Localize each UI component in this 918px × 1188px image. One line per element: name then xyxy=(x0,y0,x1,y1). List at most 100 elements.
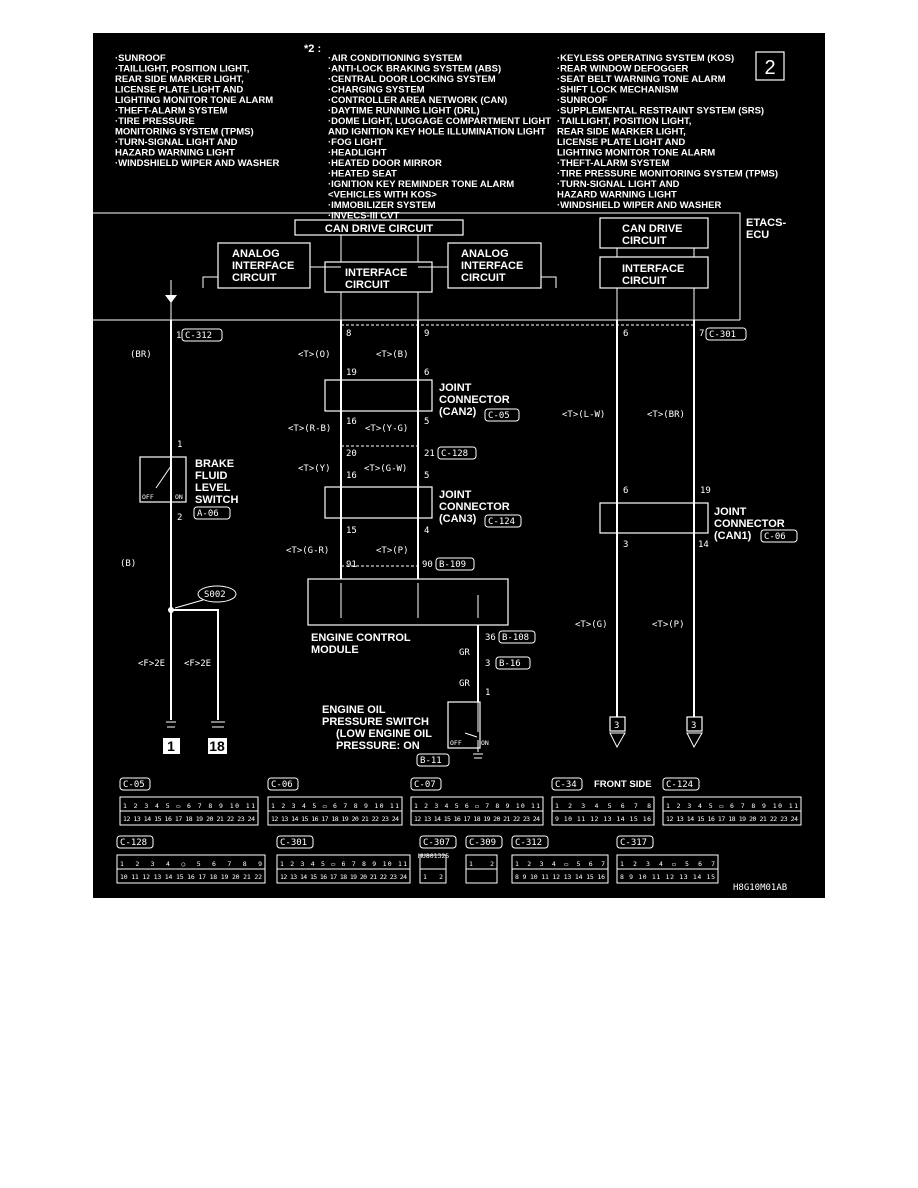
svg-text:CIRCUIT: CIRCUIT xyxy=(622,235,667,247)
svg-text:<T>(G-R): <T>(G-R) xyxy=(286,546,329,556)
system-list-item: ·INVECS-III CVT xyxy=(328,211,399,222)
svg-text:C-301: C-301 xyxy=(709,330,736,340)
connector-pins-top: 1 2 3 4 5 6 7 8 xyxy=(555,802,651,810)
svg-text:21: 21 xyxy=(424,449,435,459)
system-list-item: ·THEFT-ALARM SYSTEM xyxy=(115,106,227,117)
system-list-item: ·HEATED DOOR MIRROR xyxy=(328,158,442,169)
svg-text:ENGINE CONTROL: ENGINE CONTROL xyxy=(311,632,411,644)
svg-text:B-16: B-16 xyxy=(499,659,521,669)
wires xyxy=(168,320,695,720)
svg-text:B-109: B-109 xyxy=(439,560,466,570)
svg-text:20: 20 xyxy=(346,449,357,459)
svg-text:6: 6 xyxy=(424,368,429,378)
svg-text:<T>(R-B): <T>(R-B) xyxy=(288,424,331,434)
svg-text:5: 5 xyxy=(424,417,429,427)
connector-label: C-312 xyxy=(515,838,542,848)
svg-text:C-124: C-124 xyxy=(488,517,515,527)
page-number-box xyxy=(755,51,785,81)
connector-label: C-05 xyxy=(123,780,145,790)
system-list-item: ·HEATED SEAT xyxy=(328,169,397,180)
svg-text:CAN DRIVE: CAN DRIVE xyxy=(622,223,683,235)
system-list-item: ·SUNROOF xyxy=(557,95,608,106)
svg-text:C-06: C-06 xyxy=(764,532,786,542)
svg-text:<T>(P): <T>(P) xyxy=(652,620,685,630)
svg-text:CIRCUIT: CIRCUIT xyxy=(461,272,506,284)
svg-text:19: 19 xyxy=(346,368,357,378)
system-list-item: ·SEAT BELT WARNING TONE ALARM xyxy=(557,74,726,85)
svg-text:3: 3 xyxy=(485,659,490,669)
svg-text:(B): (B) xyxy=(120,559,136,569)
system-list-item: ·SUNROOF xyxy=(115,53,166,64)
svg-text:C-128: C-128 xyxy=(441,449,468,459)
svg-text:91: 91 xyxy=(346,560,357,570)
svg-text:JOINT: JOINT xyxy=(714,506,747,518)
svg-text:<T>(L-W): <T>(L-W) xyxy=(562,410,605,420)
connector-pins-top: 1 2 xyxy=(469,860,494,868)
system-list-item: LIGHTING MONITOR TONE ALARM xyxy=(557,148,715,159)
svg-text:<T>(Y): <T>(Y) xyxy=(298,464,331,474)
page-number: 2 xyxy=(764,57,775,79)
connector-pins-top: 1 2 3 4 5 ▭ 6 7 8 9 10 11 xyxy=(123,802,255,810)
svg-text:8: 8 xyxy=(346,329,351,339)
connector-pins-bottom: 10 11 12 13 14 15 16 17 18 19 20 21 22 xyxy=(120,873,262,881)
svg-text:ON: ON xyxy=(175,493,183,501)
system-list-item: ·DAYTIME RUNNING LIGHT (DRL) xyxy=(328,106,480,117)
system-list-item: ·TAILLIGHT, POSITION LIGHT, xyxy=(115,64,249,75)
system-list-item: LICENSE PLATE LIGHT AND xyxy=(557,137,685,148)
svg-text:ENGINE OIL: ENGINE OIL xyxy=(322,704,386,716)
svg-text:(BR): (BR) xyxy=(130,350,152,360)
svg-text:19: 19 xyxy=(700,486,711,496)
can-drive-circuit-right xyxy=(599,217,709,249)
connector-label: C-307 xyxy=(423,838,450,848)
svg-text:(CAN3): (CAN3) xyxy=(439,513,477,525)
svg-text:CAN DRIVE CIRCUIT: CAN DRIVE CIRCUIT xyxy=(325,223,433,235)
ground-ref-1 xyxy=(163,738,180,754)
system-list-item: ·TIRE PRESSURE xyxy=(115,116,195,127)
connector-label: C-301 xyxy=(280,838,307,848)
system-list-item: ·CHARGING SYSTEM xyxy=(328,85,425,96)
can-drive-circuit xyxy=(294,219,464,236)
connector-pins-bottom: 9 10 11 12 13 14 15 16 xyxy=(555,815,651,823)
svg-text:LEVEL: LEVEL xyxy=(195,482,231,494)
connector-pins-top: 1 2 3 4 5 6 ▭ 7 8 9 10 11 xyxy=(414,802,540,810)
svg-text:14: 14 xyxy=(698,540,709,550)
svg-text:36: 36 xyxy=(485,633,496,643)
svg-text:ECU: ECU xyxy=(746,229,769,241)
joint-connector-can1 xyxy=(599,502,709,534)
connector-pins-top: 1 2 3 4 ○ 5 6 7 8 9 xyxy=(120,860,262,868)
interface-circuit-center xyxy=(324,261,433,293)
system-list-item: AND IGNITION KEY HOLE ILLUMINATION LIGHT xyxy=(328,127,546,138)
svg-text:15: 15 xyxy=(346,526,357,536)
connector-label: C-309 xyxy=(469,838,496,848)
system-list-item: ·SHIFT LOCK MECHANISM xyxy=(557,85,678,96)
figure-code: H8G10M01AB xyxy=(733,883,787,893)
svg-text:INTERFACE: INTERFACE xyxy=(232,260,294,272)
svg-text:9: 9 xyxy=(424,329,429,339)
connector-c-309: C-309 1 2 xyxy=(465,835,503,884)
connector-pins-bottom: 12 13 14 15 16 17 18 19 20 21 22 23 24 xyxy=(414,815,540,823)
svg-text:16: 16 xyxy=(346,417,357,427)
svg-text:PRESSURE SWITCH: PRESSURE SWITCH xyxy=(322,716,429,728)
system-list-item: ·IGNITION KEY REMINDER TONE ALARM xyxy=(328,179,514,190)
system-list-left: ·SUNROOF·TAILLIGHT, POSITION LIGHT, REAR… xyxy=(115,53,279,169)
svg-text:A-06: A-06 xyxy=(197,509,219,519)
connector-pins-top: 1 2 3 4 5 ▭ 6 7 8 9 10 11 xyxy=(666,802,798,810)
connector-pins-bottom: 8 9 10 11 12 13 14 15 xyxy=(620,873,715,881)
system-list-item: ·IMMOBILIZER SYSTEM xyxy=(328,200,436,211)
svg-text:1: 1 xyxy=(167,738,175,754)
svg-text:3: 3 xyxy=(623,540,628,550)
system-list-item: ·WINDSHIELD WIPER AND WASHER xyxy=(115,158,279,169)
connector-label: C-128 xyxy=(120,838,147,848)
connector-pins-top: 1 2 3 4 ▭ 5 6 7 xyxy=(515,860,605,868)
connector-label: C-317 xyxy=(620,838,647,848)
svg-text:SWITCH: SWITCH xyxy=(195,494,238,506)
svg-text:ANALOG: ANALOG xyxy=(461,248,509,260)
system-list-item: ·CENTRAL DOOR LOCKING SYSTEM xyxy=(328,74,496,85)
engine-oil-pressure-switch xyxy=(447,701,481,749)
svg-text:4: 4 xyxy=(424,526,429,536)
note-marker: *2 : xyxy=(304,43,321,55)
